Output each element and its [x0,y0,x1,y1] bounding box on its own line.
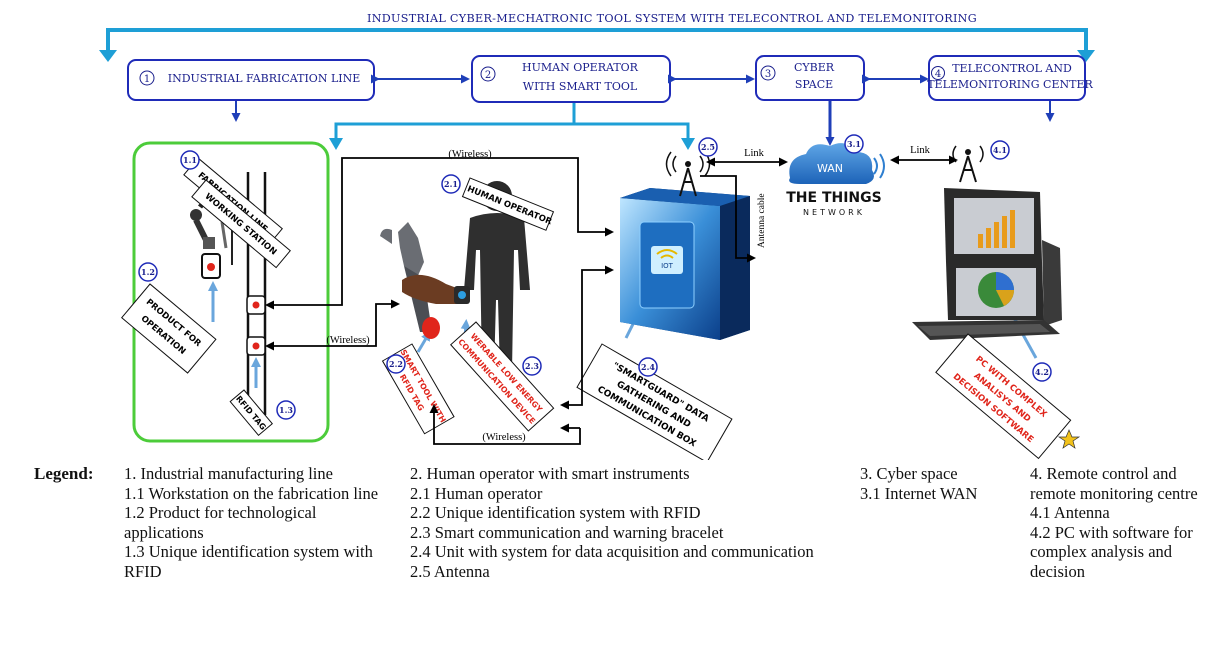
legend-item: 1.2 Product for technological applicatio… [124,503,317,542]
legend-column-2: 2. Human operator with smart instruments… [410,464,830,582]
things-network-subtitle: NETWORK [803,208,865,217]
badge-2-4: 2.4 [638,357,658,377]
legend-item: 2.1 Human operator [410,483,543,503]
svg-text:4.1: 4.1 [993,145,1007,155]
wireless-bottom-label: (Wireless) [482,432,526,443]
badge-2-1: 2.1 [441,174,461,194]
legend-column-4: 4. Remote control and remote monitoring … [1030,464,1212,582]
badge-1-2: 1.2 [138,262,158,282]
wan-label: WAN [817,162,843,175]
legend-item: 2.4 Unit with system for data acquisitio… [410,542,814,562]
badge-4-2: 4.2 [1032,362,1052,382]
legend-title: Legend: [34,464,94,483]
legend-item: 2.3 Smart communication and warning brac… [410,522,724,542]
svg-text:4.2: 4.2 [1035,367,1049,377]
box-2-label-2: WITH SMART TOOL [523,80,638,93]
badge-4-1: 4.1 [990,140,1010,160]
link-right-label: Link [910,145,931,156]
badge-1-3: 1.3 [276,400,296,420]
antenna-4-1-icon [952,145,984,183]
wireless-top-label: (Wireless) [448,149,492,160]
legend-item: 4.1 Antenna [1030,503,1110,523]
box-3-label-1: CYBER [794,61,835,74]
svg-text:1.3: 1.3 [279,405,293,415]
legend-item: 4.2 PC with software for complex analysi… [1030,522,1193,581]
antenna-2-5-icon [665,151,711,197]
wireless-mid-label: (Wireless) [326,335,370,346]
box-industrial-fabrication-line: 1 INDUSTRIAL FABRICATION LINE [127,59,375,101]
legend-item: 1. Industrial manufacturing line [124,464,333,483]
box-cyber-space: 3 CYBER SPACE [755,55,865,101]
box-3-number: 3 [765,69,771,80]
box-1-label: INDUSTRIAL FABRICATION LINE [168,72,361,85]
star-icon [1057,429,1081,449]
svg-text:2.3: 2.3 [525,361,539,371]
legend-item: 3. Cyber space [860,464,958,483]
legend-item: 2.5 Antenna [410,561,490,581]
antenna-cable-label: Antenna cable [757,193,767,248]
smart-tool-wrench [380,222,470,339]
box-2-label-1: HUMAN OPERATOR [522,61,639,74]
box-4-label-2: TELEMONITORING CENTER [927,78,1093,91]
top-span-arrow [106,28,1088,55]
svg-text:2.4: 2.4 [641,362,655,372]
badge-2-5: 2.5 [698,137,718,157]
legend-item: 2.2 Unique identification system with RF… [410,503,701,523]
diagram-title: INDUSTRIAL CYBER-MECHATRONIC TOOL SYSTEM… [367,12,977,25]
svg-text:2.5: 2.5 [701,142,715,152]
legend-column-1: 1. Industrial manufacturing line 1.1 Wor… [124,464,386,582]
box-3-label-2: SPACE [795,78,833,91]
box-4-number: 4 [935,69,941,80]
smartguard-box: IOT [620,188,750,340]
link-left-label: Link [744,148,765,159]
legend-item: 1.3 Unique identification system with RF… [124,542,373,581]
box-2-number: 2 [485,70,491,81]
svg-text:1.2: 1.2 [141,267,155,277]
svg-text:2.1: 2.1 [444,179,458,189]
diagram-canvas: INDUSTRIAL CYBER-MECHATRONIC TOOL SYSTEM… [99,12,1095,460]
pc-workstation [912,188,1062,340]
box-human-operator: 2 HUMAN OPERATOR WITH SMART TOOL [471,55,671,103]
badge-1-1: 1.1 [180,150,200,170]
wan-cloud-icon: WAN [789,143,885,184]
box-telecontrol-center: 4 TELECONTROL AND TELEMONITORING CENTER [927,55,1093,101]
legend-item: 1.1 Workstation on the fabrication line [124,483,379,503]
things-network-title: THE THINGS [786,190,881,206]
legend-item: 2. Human operator with smart instruments [410,464,690,483]
iot-label: IOT [661,262,674,270]
badge-2-3: 2.3 [522,356,542,376]
svg-text:2.2: 2.2 [389,359,403,369]
badge-3-1: 3.1 [844,134,864,154]
legend-column-3: 3. Cyber space 3.1 Internet WAN [860,464,1000,503]
box-4-label-1: TELECONTROL AND [952,62,1072,75]
svg-text:1.1: 1.1 [183,155,197,165]
legend-item: 3.1 Internet WAN [860,483,978,503]
box-1-number: 1 [144,74,150,85]
legend-item: 4. Remote control and remote monitoring … [1030,464,1198,503]
svg-text:3.1: 3.1 [847,139,861,149]
badge-2-2: 2.2 [386,354,406,374]
